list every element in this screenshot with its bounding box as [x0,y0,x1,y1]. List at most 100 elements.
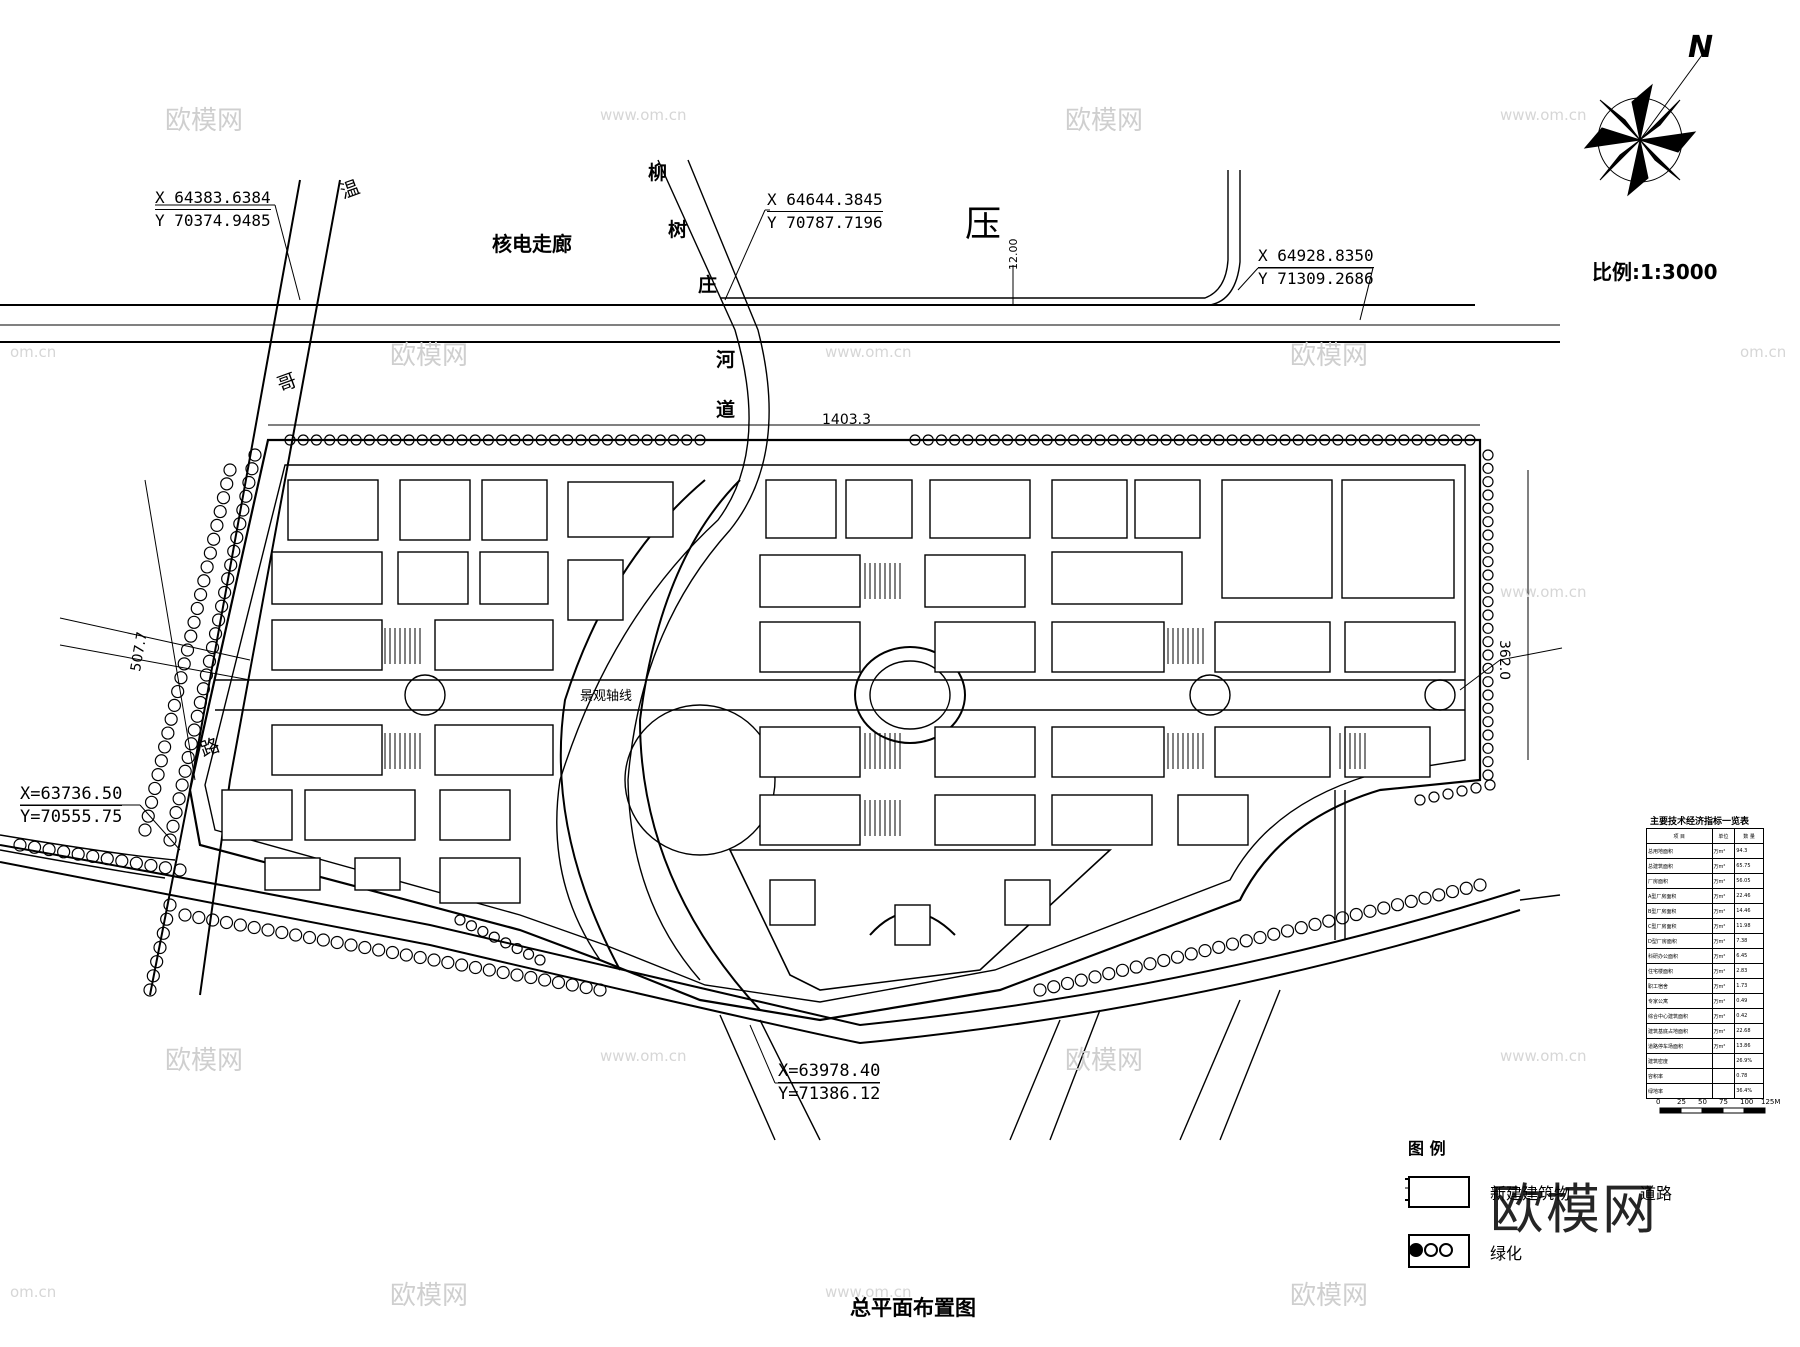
north-label: N [1688,30,1714,65]
tree-symbol [949,434,961,446]
tree-symbol [1482,569,1494,581]
tree-symbol [1482,729,1494,741]
tree-symbol [535,434,547,446]
dimension-right: 362.0 [1496,640,1512,681]
tree-symbol [1239,434,1251,446]
tree-symbol [1226,434,1238,446]
watermark-brand: 欧模网 [1290,341,1369,371]
tree-symbol [538,973,552,987]
tree-symbol [196,682,210,696]
coordinate-x: X 64928.8350 [1258,245,1374,268]
table-cell: 绿地率 [1646,1083,1713,1099]
tree-symbol [115,854,129,868]
tree-symbol [1411,434,1423,446]
table-cell: 建筑基底占地面积 [1646,1023,1713,1039]
table-cell: 36.4% [1734,1083,1764,1099]
tree-symbol [1094,434,1106,446]
tree-symbol [284,434,296,446]
tree-symbol [213,504,227,519]
coordinate-5: X=63978.40 Y=71386.12 [778,1060,881,1105]
coordinate-y: Y=70555.75 [20,807,123,827]
tree-symbol [429,434,442,446]
tree-symbol [208,627,223,641]
table-cell: 14.46 [1734,903,1764,919]
tree-symbol [1404,894,1418,909]
tree-symbol [935,434,948,446]
tree-symbol [190,601,204,616]
tree-symbol [175,778,189,792]
watermark-brand-large: 欧模网 [1490,1178,1658,1241]
table-cell: 26.9% [1734,1053,1764,1069]
tree-symbol [1102,966,1116,981]
tree-symbol [1482,516,1494,528]
tree-symbol [1067,434,1080,446]
tree-symbol [482,963,496,977]
tree-symbol [575,434,587,446]
tree-symbol [193,695,207,710]
tree-symbol [1456,785,1468,797]
table-cell: 万m² [1711,918,1736,934]
tree-symbol [588,434,600,446]
tree-symbol [1267,927,1281,941]
table-row: 绿地率 36.4% [1646,1083,1764,1099]
watermark-brand: 欧模网 [390,341,469,371]
tree-symbol [1308,917,1322,931]
table-cell: 万m² [1711,993,1736,1009]
tree-symbol [1143,957,1157,971]
tree-symbol [1001,434,1014,446]
table-cell: 0.49 [1734,993,1764,1009]
tree-symbol [534,954,546,966]
tree-symbol [154,754,168,768]
table-cell: 容积率 [1646,1068,1713,1084]
tree-symbol [1198,944,1212,958]
tree-symbol [654,434,666,446]
tree-symbol [261,923,275,937]
tree-symbol [443,434,455,446]
table-cell: 56.05 [1734,873,1764,889]
table-cell: B型厂房面积 [1646,903,1713,919]
table-cell: 万m² [1711,888,1736,904]
coordinate-x: X=63978.40 [778,1061,881,1083]
tree-symbol [1107,434,1119,446]
table-cell: 万m² [1711,1008,1736,1024]
coordinate-3: X 64928.8350 Y 71309.2686 [1258,245,1374,290]
legend-building-label: 新建建筑物 [1490,1184,1571,1203]
tree-symbol [548,434,561,446]
tree-symbol [1028,434,1040,446]
legend-greenery-label: 绿化 [1490,1244,1523,1263]
tree-symbol [363,434,375,446]
tree-symbol [427,953,441,967]
tree-symbol [1345,434,1357,446]
tree-symbol [562,434,574,446]
scale-tick-label: 0 [1656,1098,1661,1106]
tree-symbol [180,643,195,657]
table-header-cell: 项 目 [1646,828,1713,844]
table-cell: 万m² [1711,963,1736,979]
tree-symbol [178,764,192,778]
tree-symbol [1482,609,1494,621]
tree-symbol [1482,689,1494,701]
scale-tick-label: 75 [1719,1098,1728,1106]
table-cell: 万m² [1711,1023,1736,1039]
river-char-2: 树 [668,219,688,241]
tree-symbol [1160,434,1172,446]
tree-symbol [1335,911,1350,925]
tree-symbol [1482,756,1494,768]
legend-greenery-symbol [1408,1234,1470,1268]
tree-symbol [146,969,160,983]
tree-symbol [385,945,400,960]
tree-symbol [667,434,680,446]
tree-symbol [496,434,508,446]
table-cell: 22.46 [1734,888,1764,904]
tree-symbol [1173,434,1185,446]
tree-symbol [302,930,317,945]
tree-symbol [129,856,143,870]
tree-symbol [275,925,289,940]
watermark-brand: 欧模网 [1290,1281,1369,1311]
tree-symbol [202,654,217,668]
